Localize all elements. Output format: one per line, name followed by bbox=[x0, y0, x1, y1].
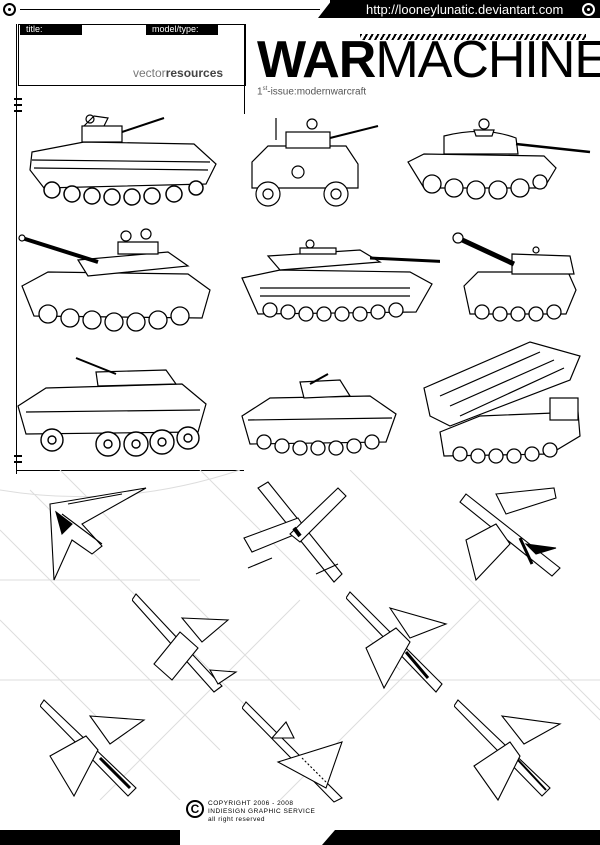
title-light: MACHINE bbox=[375, 31, 600, 89]
howitzer-drawing bbox=[452, 232, 577, 322]
armored-car-drawing bbox=[251, 118, 379, 207]
ruler-ticks-mid bbox=[14, 455, 22, 467]
title-field-label: title: bbox=[20, 24, 82, 35]
bradley-ifv-drawing bbox=[241, 373, 397, 456]
footer-band-left bbox=[0, 830, 180, 845]
footer-band-right bbox=[335, 830, 600, 845]
info-box bbox=[18, 24, 246, 86]
left-frame-line bbox=[16, 24, 17, 474]
tornado-jet-drawing bbox=[40, 699, 146, 798]
url-circle-icon bbox=[582, 3, 595, 16]
issue-text: -issue:modernwarcraft bbox=[267, 86, 367, 98]
copyright-line: COPYRIGHT 2006 - 2008 bbox=[208, 800, 294, 807]
b2-bomber-drawing bbox=[49, 487, 147, 581]
harrier-jet-drawing bbox=[132, 593, 238, 693]
vector-prefix: vector bbox=[133, 66, 166, 80]
site-url-link[interactable]: http://looneylunatic.deviantart.com bbox=[366, 2, 564, 17]
top-bar-slant bbox=[318, 0, 332, 18]
header-divider bbox=[244, 24, 245, 114]
logo-circle-icon bbox=[3, 3, 16, 16]
ea6b-jet-drawing bbox=[459, 487, 561, 582]
title-hatch-bar bbox=[360, 34, 586, 40]
issue-number: 1 bbox=[257, 86, 263, 98]
model-field-label: model/type: bbox=[146, 24, 218, 35]
issue-sup: st bbox=[262, 86, 268, 92]
delta-jet-drawing bbox=[242, 701, 343, 803]
t55-tank-drawing bbox=[407, 118, 591, 200]
issue-label: 1st-issue:modernwarcraft bbox=[257, 86, 366, 97]
footer-slant bbox=[322, 830, 335, 845]
rights-text: all right reserved bbox=[208, 816, 266, 823]
copyright-block: COPYRIGHT 2006 - 2008 INDIESIGN GRAPHIC … bbox=[208, 800, 315, 824]
mig23-jet-drawing bbox=[454, 699, 562, 802]
lav-apc-drawing bbox=[17, 357, 207, 457]
bmp-ifv-drawing bbox=[29, 114, 217, 206]
title-bold: WAR bbox=[257, 31, 376, 89]
m1-abrams-drawing bbox=[241, 239, 440, 322]
vector-resources-label: vectorresources bbox=[133, 66, 223, 80]
footer-bar bbox=[0, 824, 600, 845]
top-rule bbox=[20, 9, 320, 10]
vector-suffix: resources bbox=[165, 66, 224, 80]
ruler-ticks-top bbox=[14, 98, 22, 116]
mid-frame-line bbox=[16, 470, 244, 471]
a10-jet-drawing bbox=[243, 481, 347, 583]
top-bar-band bbox=[330, 0, 600, 18]
top-bar: http://looneylunatic.deviantart.com bbox=[0, 0, 600, 18]
mirage-jet-drawing bbox=[346, 591, 448, 693]
copyright-icon: C bbox=[186, 800, 204, 818]
mlrs-launcher-drawing bbox=[423, 341, 581, 464]
company-name: INDIESIGN GRAPHIC SERVICE bbox=[208, 808, 316, 815]
page-title: WARMACHINE bbox=[257, 32, 600, 88]
m60-tank-drawing bbox=[18, 228, 211, 332]
